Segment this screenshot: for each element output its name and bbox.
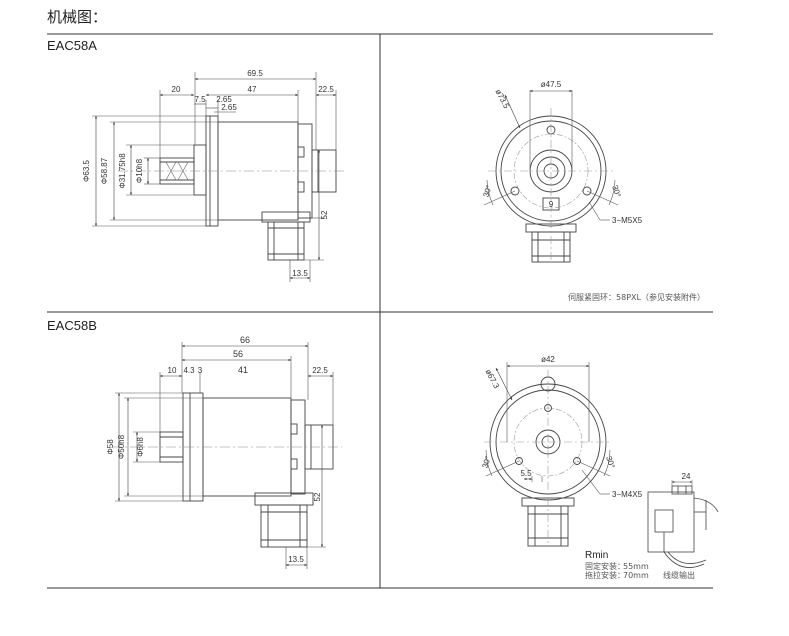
screw-m5x5: 3−M5X5 (612, 216, 643, 225)
dim-d73-5: ø73.5 (493, 88, 511, 111)
dim-69-5: 69.5 (247, 69, 263, 78)
dim-2-65b: 2.65 (221, 103, 237, 112)
dim-d58-87: Φ58.87 (100, 157, 109, 184)
dim-20: 20 (172, 85, 181, 94)
dim-10: 10 (168, 366, 177, 375)
dim-d10: Φ10h8 (135, 158, 144, 183)
dim-d42: ø42 (541, 355, 555, 364)
dim-3: 3 (198, 366, 203, 375)
dim-52-b: 52 (313, 492, 322, 501)
eac58a-side-view: 69.5 47 20 22.5 7.5 2.65 2.65 13.5 Φ63.5… (82, 69, 344, 282)
dim-22-5: 22.5 (318, 85, 334, 94)
dim-13-5-b: 13.5 (288, 555, 304, 564)
dim-4-3: 4.3 (183, 366, 195, 375)
dim-24: 24 (682, 472, 691, 481)
dim-d67-3: ø67.3 (483, 368, 501, 391)
servo-ring-note: 伺服紧固环：58PXL（参见安装附件） (568, 292, 705, 302)
drag-install-label: 拖拉安装： (585, 570, 625, 580)
frame-lines (47, 33, 713, 589)
cable-outlet-detail: 24 Rmin 固定安装： 55mm 拖拉安装： 70mm 线缆输出 (585, 472, 719, 580)
cable-output-label: 线缆输出 (663, 570, 695, 580)
rmin-label: Rmin (585, 550, 608, 561)
dim-d63-5: Φ63.5 (82, 159, 91, 182)
panel-label-eac58a: EAC58A (47, 38, 97, 53)
angle-30-right-a: 30° (610, 184, 622, 198)
eac58b-side-view: 66 56 10 4.3 3 41 22.5 13.5 Φ58 Φ50h8 Φ6… (106, 335, 342, 569)
dim-47: 47 (248, 85, 257, 94)
dim-22-5-b: 22.5 (312, 366, 328, 375)
eac58a-front-view: ø47.5 ø73.5 30° 30° 9 3−M5X5 伺服紧固环：58PXL… (481, 80, 705, 302)
dim-d31-75: Φ31.75h8 (118, 153, 127, 189)
fixed-install-value: 55mm (623, 562, 649, 571)
dim-56: 56 (233, 349, 243, 359)
dim-66: 66 (240, 335, 250, 345)
drag-install-value: 70mm (623, 571, 649, 580)
fixed-install-label: 固定安装： (585, 561, 625, 571)
dim-7-5: 7.5 (194, 95, 206, 104)
page-heading: 机械图： (47, 8, 108, 26)
angle-30-left-b: 30° (480, 455, 492, 469)
screw-m4x5: 3−M4X5 (612, 490, 643, 499)
panel-label-eac58b: EAC58B (47, 318, 97, 333)
dim-5-5: 5.5 (520, 469, 532, 478)
angle-30-right-b: 30° (604, 455, 616, 469)
dim-52: 52 (320, 210, 329, 219)
dim-d6: Φ6h8 (136, 437, 145, 457)
angle-30-left-a: 30° (481, 184, 493, 198)
dim-d50: Φ50h8 (117, 434, 126, 459)
dim-41: 41 (238, 365, 248, 375)
dim-d47-5: ø47.5 (541, 80, 562, 89)
dim-9: 9 (549, 200, 554, 209)
dim-d58: Φ58 (106, 439, 115, 455)
eac58b-front-view: ø42 ø67.3 30° 30° 5.5 3−M4X5 (480, 355, 643, 547)
dim-13-5: 13.5 (292, 269, 308, 278)
dim-2-65a: 2.65 (216, 95, 232, 104)
